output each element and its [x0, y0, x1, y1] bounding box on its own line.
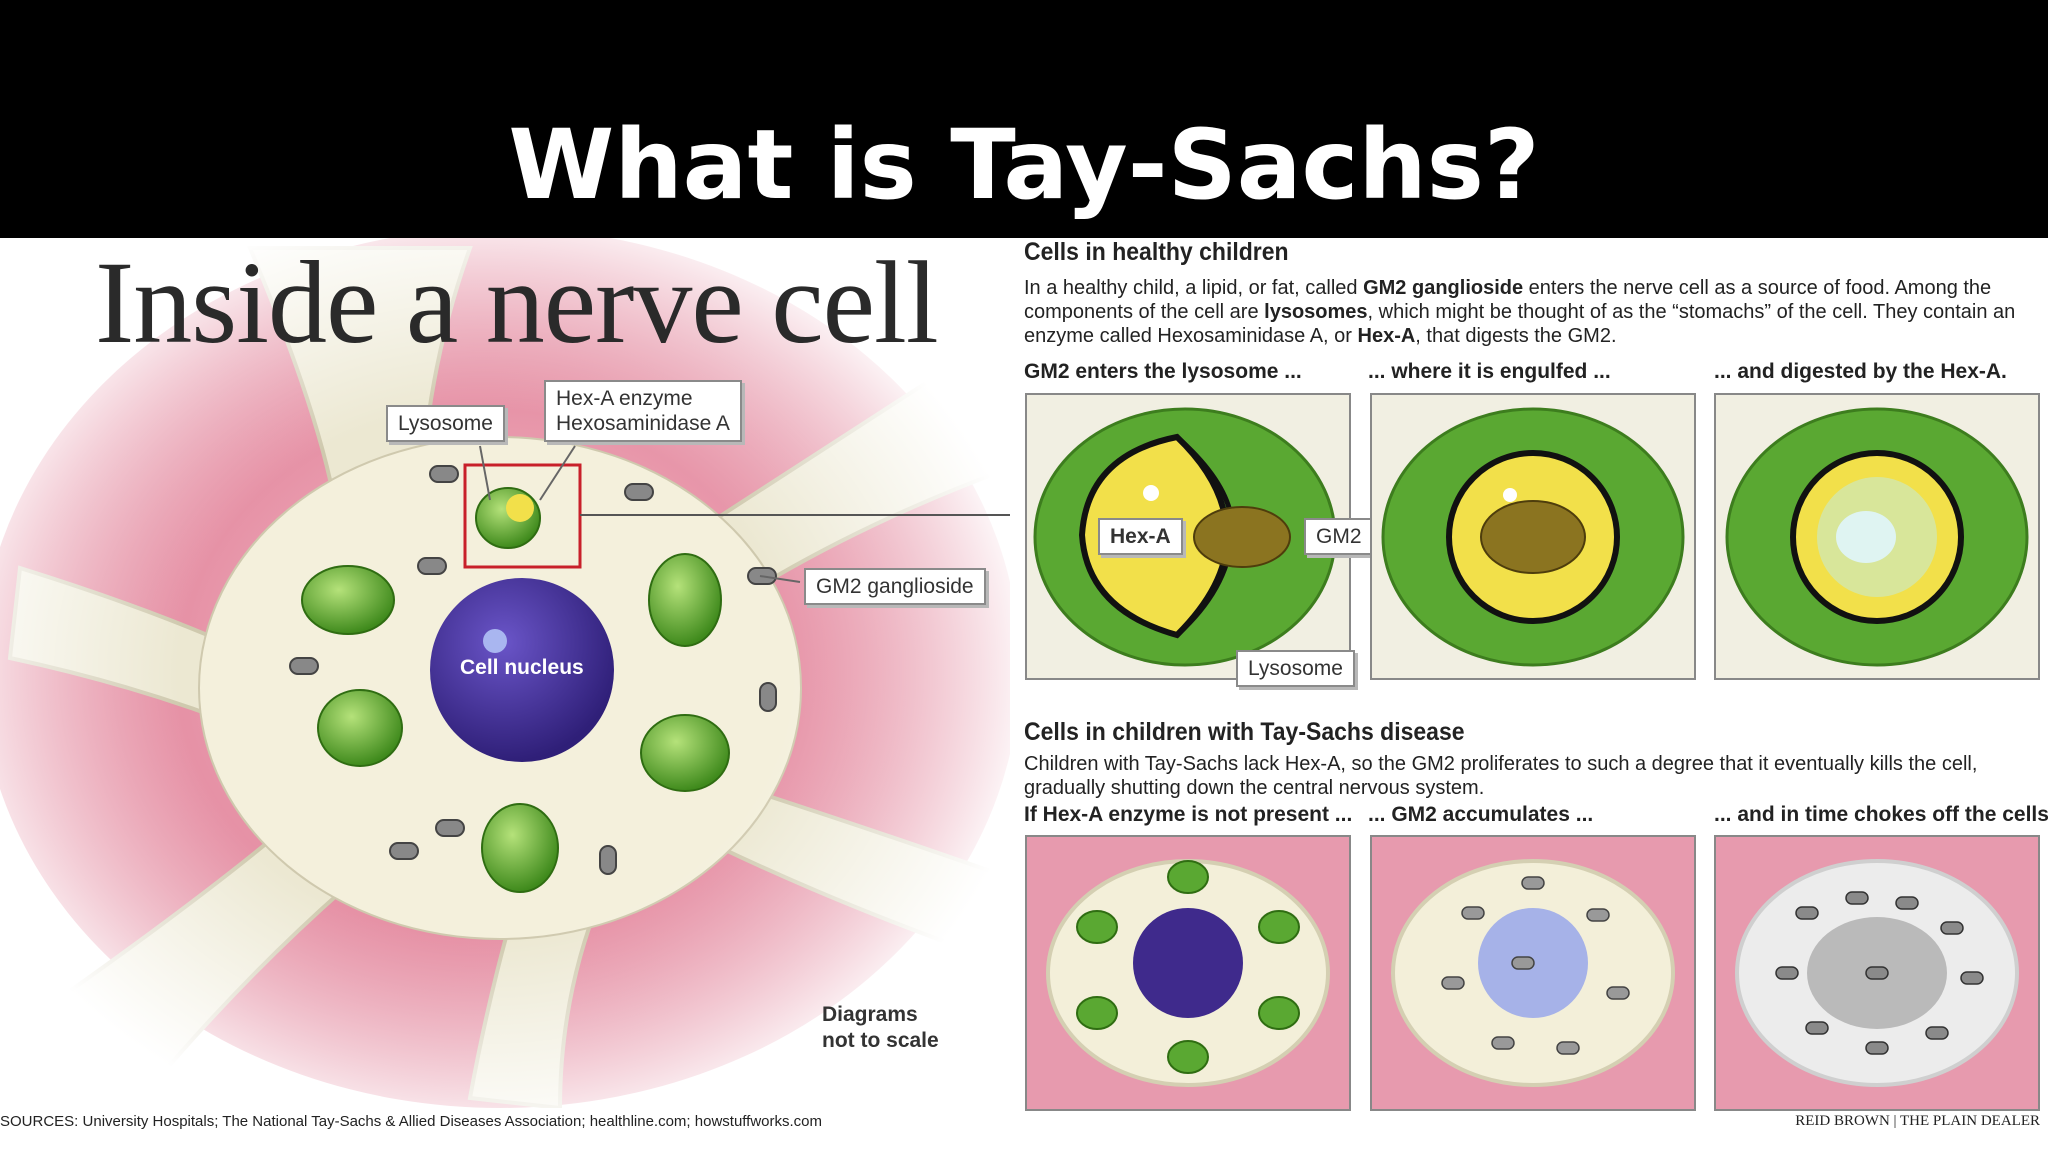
healthy-caption-2: ... where it is engulfed ... [1368, 360, 1611, 383]
taysachs-caption-2: ... GM2 accumulates ... [1368, 803, 1594, 826]
slide-title: What is Tay-Sachs? [508, 109, 1540, 221]
cell-nucleus-label: Cell nucleus [460, 656, 584, 679]
taysachs-panel-3 [1714, 835, 2040, 1111]
healthy-panel-2 [1370, 393, 1696, 680]
sources-text: SOURCES: University Hospitals; The Natio… [0, 1113, 823, 1130]
healthy-caption-1: GM2 enters the lysosome ... [1024, 360, 1302, 383]
taysachs-caption-1: If Hex-A enzyme is not present ... [1024, 803, 1353, 826]
lysosome-label: Lysosome [386, 405, 505, 442]
healthy-text-1: In a healthy child, a lipid, or fat, cal… [1024, 277, 1364, 299]
healthy-text-2: enters the nerve cell as a source of foo… [1024, 277, 1992, 323]
hexa-label-line2: Hexosaminidase A [556, 412, 730, 435]
healthy-text-3: , which might be thought of as the “stom… [1024, 301, 2016, 347]
hexa-label-line1: Hex-A enzyme [556, 387, 693, 410]
healthy-panel-1 [1025, 393, 1351, 680]
taysachs-paragraph: Children with Tay-Sachs lack Hex-A, so t… [1024, 753, 1978, 799]
healthy-panel-3 [1714, 393, 2040, 680]
scale-note-line1: Diagrams [822, 1003, 918, 1026]
taysachs-heading: Cells in children with Tay-Sachs disease [1024, 718, 1465, 746]
scale-note-line2: not to scale [822, 1029, 939, 1052]
nerve-cell-title: Inside a nerve cell [95, 237, 939, 368]
healthy-text-lyso: lysosomes [1264, 301, 1368, 323]
hexa-enzyme-label: Hex-A enzyme Hexosaminidase A [544, 380, 742, 442]
gm2-ganglioside-label: GM2 ganglioside [804, 568, 986, 605]
nerve-cell-illustration [0, 238, 1010, 1108]
healthy-text-gm2: GM2 ganglioside [1363, 277, 1524, 299]
taysachs-caption-3: ... and in time chokes off the cells. [1714, 803, 2048, 826]
panel-gm2-label: GM2 [1304, 518, 1374, 555]
scale-note: Diagrams not to scale [822, 1002, 939, 1054]
credit-text: REID BROWN | THE PLAIN DEALER [1795, 1113, 2040, 1129]
panel-lysosome-label: Lysosome [1236, 650, 1355, 687]
panel-hexa-label: Hex-A [1098, 518, 1183, 555]
healthy-heading: Cells in healthy children [1024, 238, 1289, 266]
healthy-paragraph: In a healthy child, a lipid, or fat, cal… [1024, 276, 2034, 348]
healthy-text-hexa: Hex-A [1357, 325, 1416, 347]
cell-nucleus [430, 578, 614, 762]
healthy-text-4: , that digests the GM2. [1415, 325, 1617, 347]
taysachs-panel-2 [1370, 835, 1696, 1111]
title-bar [0, 0, 2048, 238]
healthy-caption-3: ... and digested by the Hex-A. [1714, 360, 2007, 383]
taysachs-panel-1 [1025, 835, 1351, 1111]
